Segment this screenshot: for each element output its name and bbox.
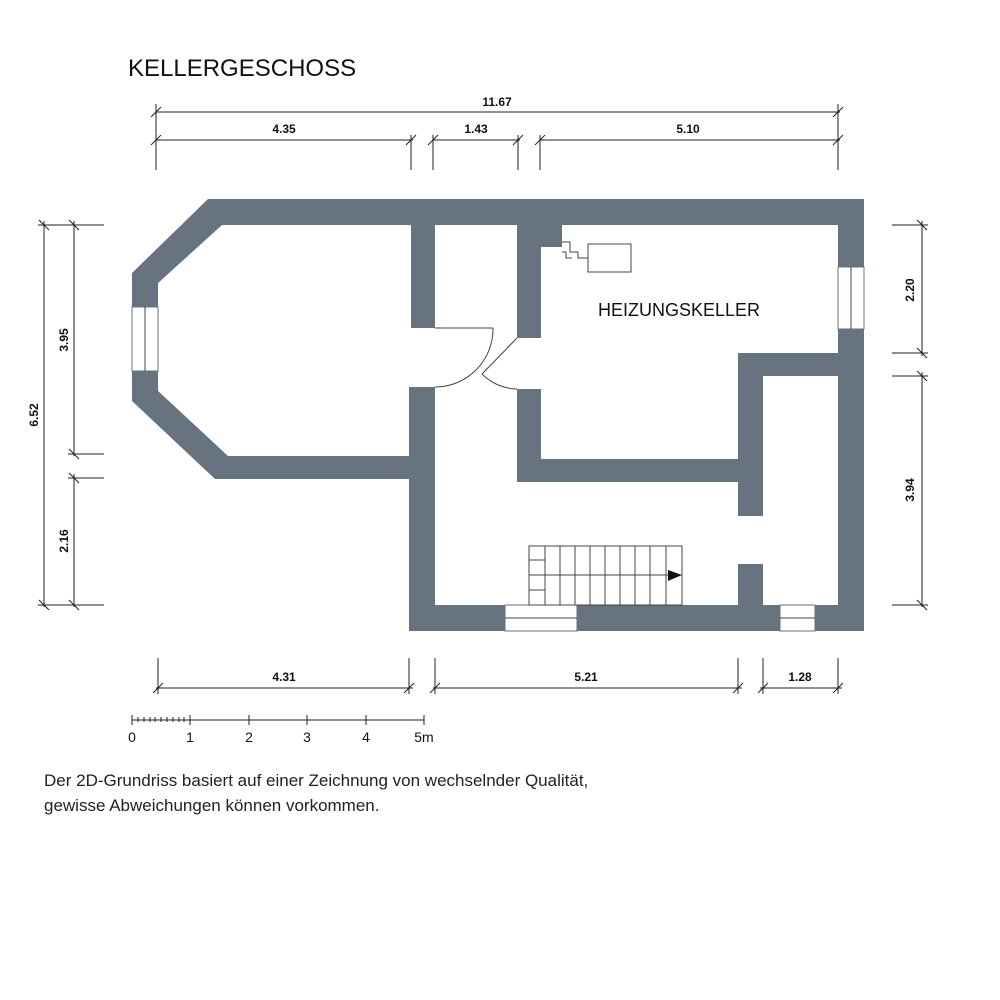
dimensions-top: 11.67 4.35 1.43 5.10 <box>150 95 844 170</box>
dim-left-1: 3.95 <box>57 328 71 352</box>
dim-top-3: 5.10 <box>676 122 700 136</box>
wall-left-upper <box>132 273 158 307</box>
disclaimer-line-1: Der 2D-Grundriss basiert auf einer Zeich… <box>44 771 589 790</box>
dim-bottom-2: 5.21 <box>574 670 598 684</box>
disclaimer-note: Der 2D-Grundriss basiert auf einer Zeich… <box>44 768 588 818</box>
wall-hall-left-lower <box>409 387 435 631</box>
wall-inner-right-bottom <box>738 564 763 631</box>
wall-left-room-bottom <box>215 456 435 479</box>
disclaimer-line-2: gewisse Abweichungen können vorkommen. <box>44 796 380 815</box>
dimensions-bottom: 4.31 5.21 1.28 <box>152 658 844 694</box>
stairs <box>528 545 683 606</box>
dim-top-1: 4.35 <box>272 122 296 136</box>
dim-top-total: 11.67 <box>482 95 512 109</box>
boiler-symbol <box>562 241 632 273</box>
wall-boiler-nib <box>541 225 562 247</box>
dim-right-2: 3.94 <box>903 478 917 502</box>
wall-right-upper <box>838 199 864 267</box>
dim-left-2: 2.16 <box>57 529 71 553</box>
scale-label-2: 2 <box>245 729 253 745</box>
dim-left-total: 6.52 <box>27 403 41 427</box>
door-boiler-swing <box>481 373 518 390</box>
wall-top <box>208 199 864 225</box>
stair-arrow-icon <box>668 570 682 581</box>
scale-label-3: 3 <box>303 729 311 745</box>
wall-diagonal-bottom <box>132 390 228 479</box>
room-label-heizungskeller: HEIZUNGSKELLER <box>598 300 760 320</box>
wall-bottom-1 <box>409 605 505 631</box>
scale-label-4: 4 <box>362 729 370 745</box>
scale-label-0: 0 <box>128 729 136 745</box>
wall-boiler-left-upper <box>517 225 541 338</box>
plan-title: KELLERGESCHOSS <box>128 55 356 82</box>
scale-bar: 0 1 2 3 4 5m <box>128 715 434 745</box>
doors <box>434 327 518 390</box>
windows <box>131 266 865 632</box>
dim-bottom-1: 4.31 <box>272 670 296 684</box>
walls <box>132 199 864 631</box>
scale-label-1: 1 <box>186 729 194 745</box>
dim-top-2: 1.43 <box>464 122 488 136</box>
wall-inner-right-vertical <box>738 353 763 516</box>
wall-hall-left-upper <box>411 225 435 328</box>
door-boiler-leaf <box>481 337 518 375</box>
scale-label-5: 5m <box>414 729 433 745</box>
wall-boiler-bottom <box>517 459 763 482</box>
dim-right-1: 2.20 <box>903 278 917 302</box>
dimensions-left: 6.52 3.95 2.16 <box>27 219 104 611</box>
door-left-swing <box>434 327 494 388</box>
dim-bottom-3: 1.28 <box>788 670 812 684</box>
wall-right-lower <box>838 329 864 631</box>
dimensions-right: 2.20 3.94 <box>892 219 928 611</box>
